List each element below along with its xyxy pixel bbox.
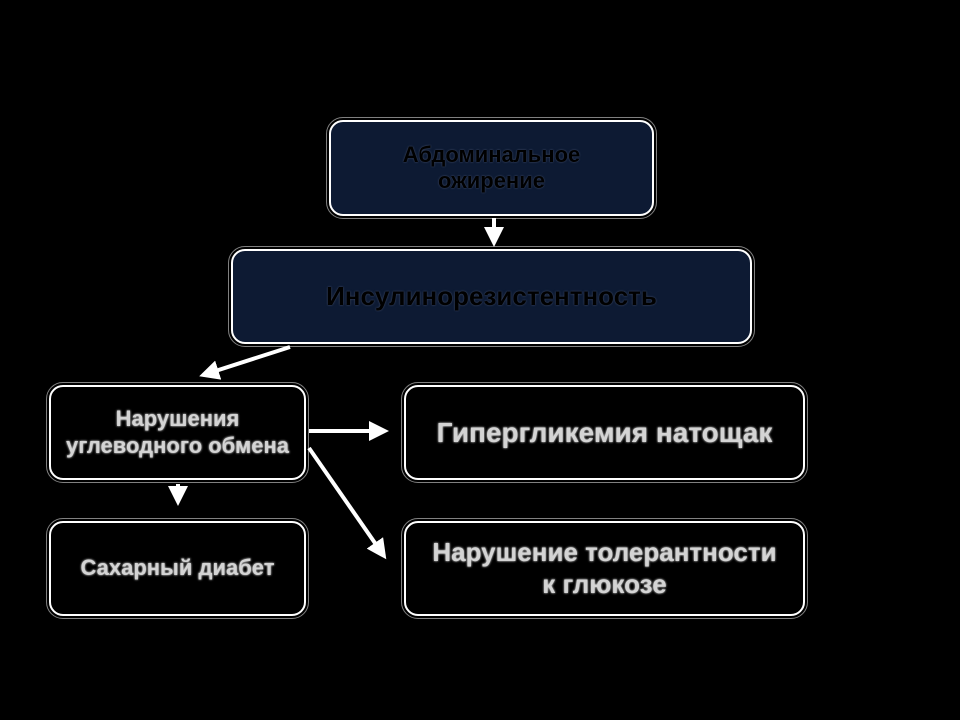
node-label: Нарушение толерантности к глюкозе (432, 537, 777, 599)
node-impaired-glucose-tolerance: Нарушение толерантности к глюкозе (401, 518, 808, 619)
arrow-carb-to-tolerance (307, 446, 387, 560)
node-carbohydrate-metabolism-disorders: Нарушения углеводного обмена (46, 382, 309, 483)
node-diabetes-mellitus: Сахарный диабет (46, 518, 309, 619)
node-abdominal-obesity: Абдоминальное ожирение (326, 117, 657, 219)
node-fasting-hyperglycemia: Гипергликемия натощак (401, 382, 808, 483)
node-insulin-resistance: Инсулинорезистентность (228, 246, 755, 347)
node-label: Гипергликемия натощак (436, 416, 773, 448)
node-label: Сахарный диабет (80, 555, 275, 581)
arrow-insulin-to-carb (199, 345, 291, 380)
node-label: Нарушения углеводного обмена (65, 406, 290, 458)
node-label: Инсулинорезистентность (326, 280, 657, 311)
node-label: Абдоминальное ожирение (402, 141, 581, 193)
